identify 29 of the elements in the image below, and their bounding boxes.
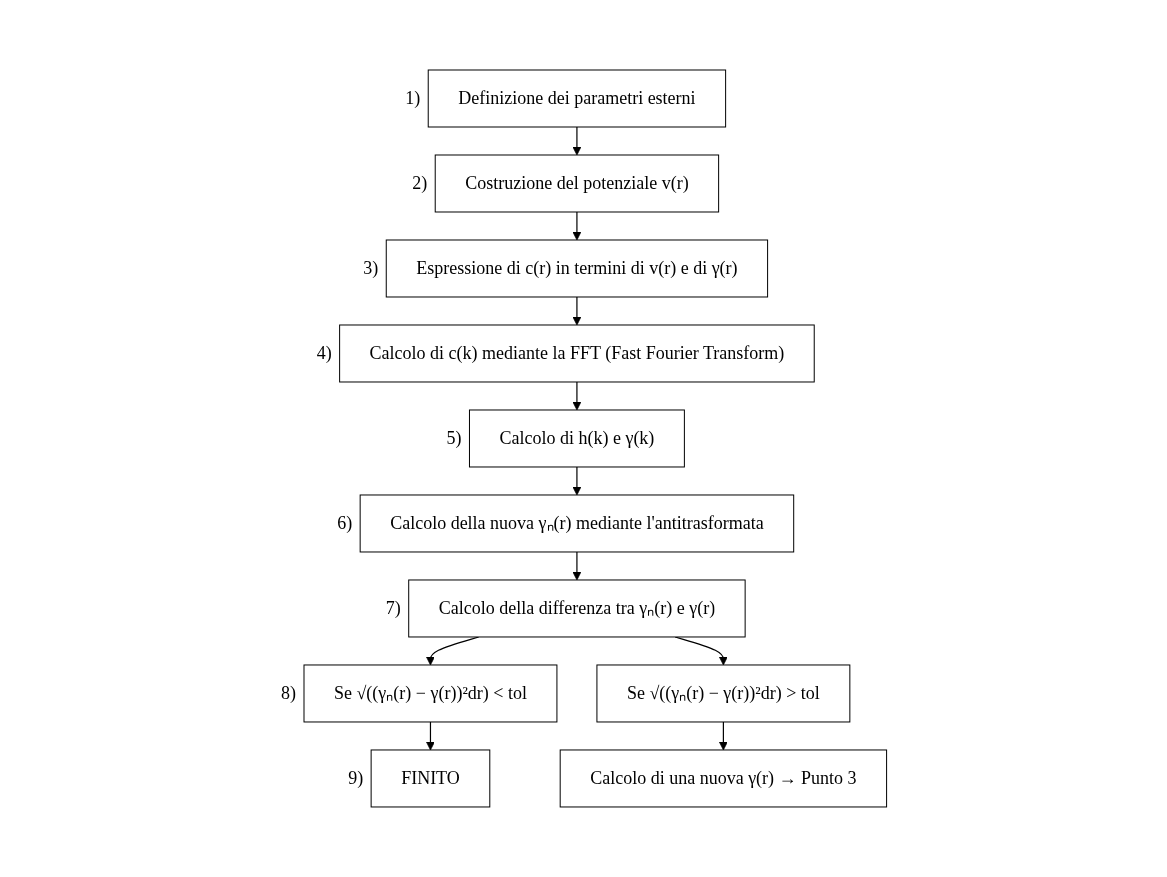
- arrow: [572, 211, 582, 241]
- step-number: 7): [385, 598, 401, 619]
- arrow: [572, 126, 582, 156]
- step-number: 9): [347, 768, 363, 789]
- arrow: [718, 721, 728, 751]
- arrow: [425, 636, 479, 666]
- step-number: 1): [404, 88, 420, 109]
- step-number: 8): [280, 683, 296, 704]
- node-box: Calcolo della differenza tra γₙ(r) e γ(r): [407, 579, 746, 638]
- node-box: Calcolo di una nuova γ(r) → Punto 3: [559, 749, 887, 808]
- node-box: Calcolo della nuova γₙ(r) mediante l'antitrasformata: [359, 494, 794, 553]
- arrow: [572, 466, 582, 496]
- step-number: 2): [411, 173, 427, 194]
- node-box: Espressione di c(r) in termini di v(r) e di γ(r): [385, 239, 768, 298]
- arrow: [572, 296, 582, 326]
- arrow: [425, 721, 435, 751]
- arrow: [572, 551, 582, 581]
- node-box: Definizione dei parametri esterni: [427, 69, 726, 128]
- node-box: FINITO: [370, 749, 490, 808]
- step-number: 6): [336, 513, 352, 534]
- node-box: Se √((γₙ(r) − γ(r))²dr) > tol: [596, 664, 851, 723]
- node-box: Calcolo di h(k) e γ(k): [468, 409, 685, 468]
- node-box: Se √((γₙ(r) − γ(r))²dr) < tol: [303, 664, 558, 723]
- node-box: Calcolo di c(k) mediante la FFT (Fast Fourier Transform): [338, 324, 815, 383]
- step-number: 5): [446, 428, 462, 449]
- step-number: 4): [316, 343, 332, 364]
- step-number: 3): [362, 258, 378, 279]
- arrow: [572, 381, 582, 411]
- node-box: Costruzione del potenziale v(r): [434, 154, 719, 213]
